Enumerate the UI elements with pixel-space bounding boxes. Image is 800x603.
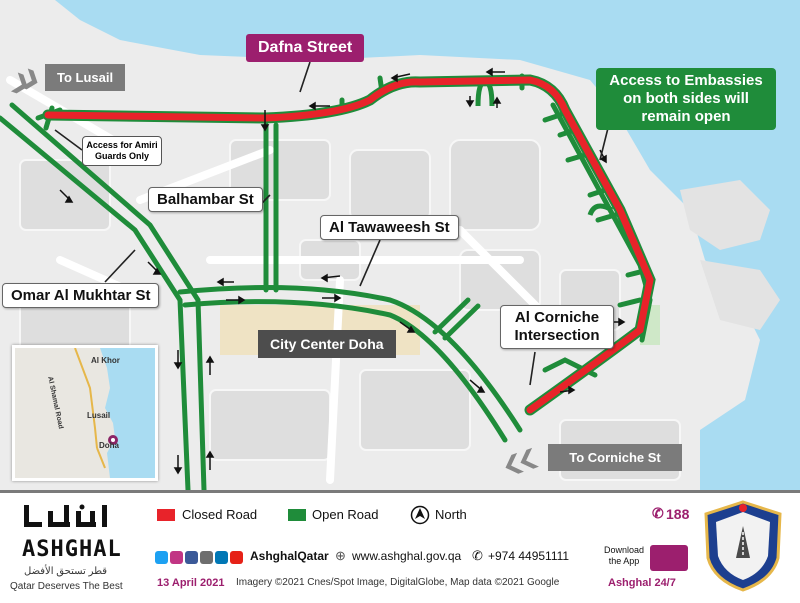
sea-area bbox=[55, 0, 800, 490]
ministry-emblem-icon bbox=[704, 500, 782, 592]
brand-name: ASHGHAL bbox=[22, 537, 122, 562]
north-icon bbox=[410, 505, 430, 525]
globe-icon: ⊕ bbox=[335, 548, 346, 563]
corniche-intersection-label: Al Corniche Intersection bbox=[500, 305, 614, 349]
open-road-omar-right bbox=[9, 102, 207, 493]
to-lusail-label: To Lusail bbox=[45, 64, 126, 91]
tagline: Qatar Deserves The Best bbox=[10, 581, 123, 592]
instagram-icon[interactable] bbox=[170, 551, 183, 565]
website-link[interactable]: www.ashghal.gov.qa bbox=[352, 549, 462, 563]
facebook-icon[interactable] bbox=[185, 551, 198, 565]
open-road-loop bbox=[587, 203, 614, 216]
hotline-number[interactable]: 188 bbox=[666, 506, 690, 522]
inset-map: Al Khor Al Shamal Road Lusail Doha bbox=[12, 345, 158, 481]
city-center-label: City Center Doha bbox=[258, 330, 396, 358]
omar-al-mukhtar-label: Omar Al Mukhtar St bbox=[2, 283, 160, 308]
open-road-tawaweesh-bottom bbox=[182, 299, 508, 443]
phone-number[interactable]: +974 44951111 bbox=[488, 549, 570, 563]
youtube-icon[interactable] bbox=[230, 551, 243, 565]
map: Dafna Street Access to Embassies on both… bbox=[0, 0, 800, 493]
closed-road-dafna bbox=[44, 76, 654, 414]
twitter-icon[interactable] bbox=[155, 551, 168, 565]
amiri-guards-label: Access for Amiri Guards Only bbox=[82, 136, 162, 166]
inset-map-canvas bbox=[15, 348, 155, 478]
open-road-tawaweesh-top bbox=[177, 285, 523, 433]
ashghal-logo bbox=[24, 504, 107, 527]
to-corniche-label: To Corniche St bbox=[548, 444, 682, 471]
hotline-icon[interactable]: ✆ bbox=[652, 505, 664, 521]
north-legend: North bbox=[435, 507, 467, 522]
island bbox=[680, 180, 770, 250]
city-blocks bbox=[19, 139, 681, 481]
direction-arrows bbox=[59, 67, 626, 475]
social-icons[interactable] bbox=[155, 549, 245, 567]
inset-lusail: Lusail bbox=[87, 411, 111, 420]
dafna-street-label: Dafna Street bbox=[246, 34, 365, 62]
balhambar-label: Balhambar St bbox=[148, 187, 263, 212]
imagery-credit: Imagery ©2021 Cnes/Spot Image, DigitalGl… bbox=[236, 577, 560, 588]
arabic-tagline: قطر تستحق الأفضل bbox=[24, 566, 108, 577]
tawaweesh-label: Al Tawaweesh St bbox=[320, 215, 459, 240]
footer: ASHGHAL قطر تستحق الأفضل Qatar Deserves … bbox=[0, 490, 800, 603]
inset-doha: Doha bbox=[99, 441, 119, 450]
phone-icon: ✆ bbox=[472, 548, 483, 563]
closed-road-legend: Closed Road bbox=[182, 507, 258, 522]
app-name[interactable]: Ashghal 24/7 bbox=[608, 577, 676, 589]
snapchat-icon[interactable] bbox=[200, 551, 213, 565]
social-handle[interactable]: AshghalQatar bbox=[250, 549, 329, 563]
island bbox=[700, 260, 780, 330]
app-icon[interactable] bbox=[650, 545, 688, 571]
inset-al-khor: Al Khor bbox=[91, 356, 120, 365]
closed-road-swatch bbox=[157, 509, 175, 521]
download-app-text: Download the App bbox=[603, 545, 645, 566]
open-road-legend: Open Road bbox=[312, 507, 379, 522]
chevrons-corniche bbox=[505, 447, 539, 474]
open-road-swatch bbox=[288, 509, 306, 521]
linkedin-icon[interactable] bbox=[215, 551, 228, 565]
chevrons-lusail bbox=[10, 68, 38, 94]
map-date: 13 April 2021 bbox=[157, 577, 225, 589]
open-road-omar-left bbox=[0, 115, 191, 493]
embassies-label: Access to Embassies on both sides will r… bbox=[596, 68, 776, 130]
